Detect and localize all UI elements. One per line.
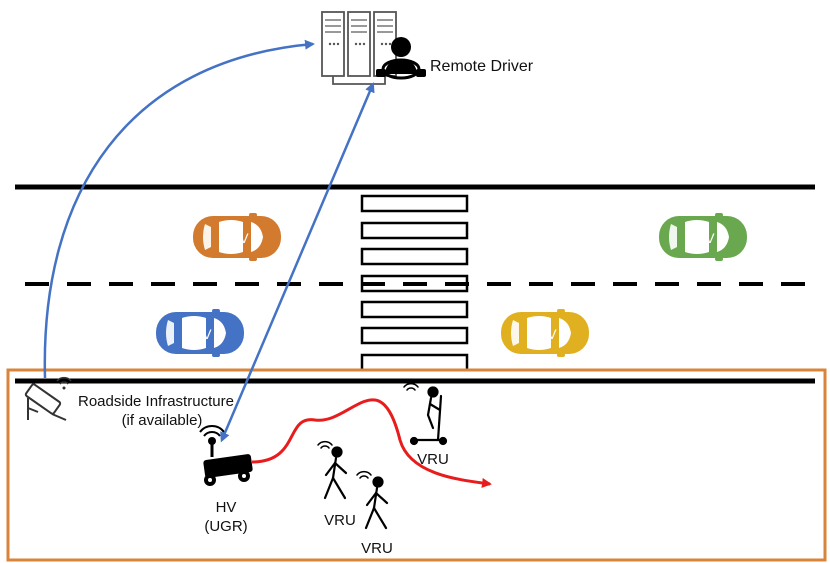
roadside-availability-note: (if available) — [121, 412, 203, 429]
vru-label-pedestrian-1: VRU — [324, 512, 356, 529]
vru-label-pedestrian-2: VRU — [361, 540, 393, 557]
vru-label-scooter: VRU — [417, 451, 449, 468]
roadside-infrastructure-label: Roadside Infrastructure — [78, 393, 234, 410]
remote-driver-icon — [376, 37, 426, 80]
rv-label-yellow: RV — [537, 326, 557, 342]
roadside-to-server-link — [43, 39, 315, 379]
pedestrian-icon-1 — [317, 440, 348, 500]
roadside-zone-border — [6, 368, 827, 562]
pedestrian-icon-2 — [356, 470, 389, 530]
hv-label: HV — [215, 499, 237, 516]
scooter-rider-icon — [403, 382, 448, 446]
remote-driver-label: Remote Driver — [430, 58, 534, 75]
rv-label-green: RV — [695, 230, 715, 246]
roadside-camera-icon — [24, 376, 72, 421]
road — [15, 184, 815, 384]
ugr-server-bidirectional-link — [220, 82, 375, 443]
ugr-robot-icon — [199, 425, 253, 486]
ugr-label: (UGR) — [204, 518, 248, 535]
rv-label-orange: RV — [229, 230, 249, 246]
ugr-planned-path — [251, 398, 492, 488]
rv-label-blue: RV — [192, 326, 212, 342]
